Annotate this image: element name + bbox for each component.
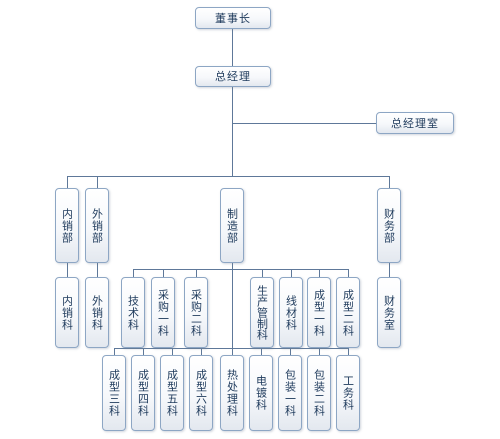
connector-packaging-2 xyxy=(319,348,320,355)
connector-finance-section xyxy=(389,263,390,277)
connector-domestic-sales-section xyxy=(67,263,68,277)
connector-export-sales-section xyxy=(97,263,98,277)
connector-finance-dept xyxy=(389,176,390,188)
connector-forming-4 xyxy=(143,348,144,355)
connector-gm-office xyxy=(232,123,376,124)
node-forming-4-section: 成型四科 xyxy=(131,355,155,431)
connector-forming-6 xyxy=(201,348,202,355)
connector-departments-bus xyxy=(67,176,390,177)
connector-technical xyxy=(133,269,134,277)
connector-forming-1 xyxy=(319,269,320,277)
connector-electroplating xyxy=(261,348,262,355)
node-forming-1-section: 成型一科 xyxy=(307,277,331,348)
node-forming-5-section: 成型五科 xyxy=(160,355,184,431)
connector-gm-trunk xyxy=(232,87,233,176)
node-finance-office-section: 财务室 xyxy=(377,277,401,348)
connector-export-sales-dept xyxy=(97,176,98,188)
connector-general-affairs xyxy=(348,348,349,355)
node-wire-material-section: 线材科 xyxy=(279,277,303,348)
node-technical-section: 技术科 xyxy=(121,277,145,348)
connector-domestic-sales-dept xyxy=(67,176,68,188)
node-domestic-sales-section: 内销科 xyxy=(55,277,79,348)
connector-packaging-1 xyxy=(290,348,291,355)
node-manufacturing-dept: 制造部 xyxy=(220,188,244,263)
connector-forming-5 xyxy=(172,348,173,355)
node-purchasing-2-section: 采购二科 xyxy=(184,277,208,348)
node-heat-treatment-section: 热处理科 xyxy=(220,355,244,431)
node-export-sales-section: 外销科 xyxy=(85,277,109,348)
node-general-manager: 总经理 xyxy=(195,66,271,87)
node-finance-dept: 财务部 xyxy=(377,188,401,263)
connector-purchasing-1 xyxy=(163,269,164,277)
connector-production-control xyxy=(262,269,263,277)
node-forming-2-section: 成型二科 xyxy=(336,277,360,348)
connector-manufacturing-trunk xyxy=(232,263,233,355)
connector-wire-material xyxy=(291,269,292,277)
connector-upper-sections-bus xyxy=(133,269,348,270)
connector-forming-2 xyxy=(348,269,349,277)
node-domestic-sales-dept: 内销部 xyxy=(55,188,79,263)
node-electroplating-section: 电镀科 xyxy=(249,355,273,431)
connector-purchasing-2 xyxy=(196,269,197,277)
node-forming-6-section: 成型六科 xyxy=(189,355,213,431)
node-packaging-2-section: 包装二科 xyxy=(307,355,331,431)
connector-lower-sections-bus xyxy=(114,348,348,349)
node-general-manager-office: 总经理室 xyxy=(376,112,454,134)
connector-forming-3 xyxy=(114,348,115,355)
connector-chairman-gm xyxy=(232,29,233,66)
node-export-sales-dept: 外销部 xyxy=(85,188,109,263)
node-purchasing-1-section: 采购一科 xyxy=(151,277,175,348)
node-chairman: 董事长 xyxy=(195,7,271,29)
node-packaging-1-section: 包装一科 xyxy=(278,355,302,431)
node-forming-3-section: 成型三科 xyxy=(102,355,126,431)
node-general-affairs-section: 工务科 xyxy=(336,355,360,431)
node-production-control-section: 生产管制科 xyxy=(250,277,274,348)
